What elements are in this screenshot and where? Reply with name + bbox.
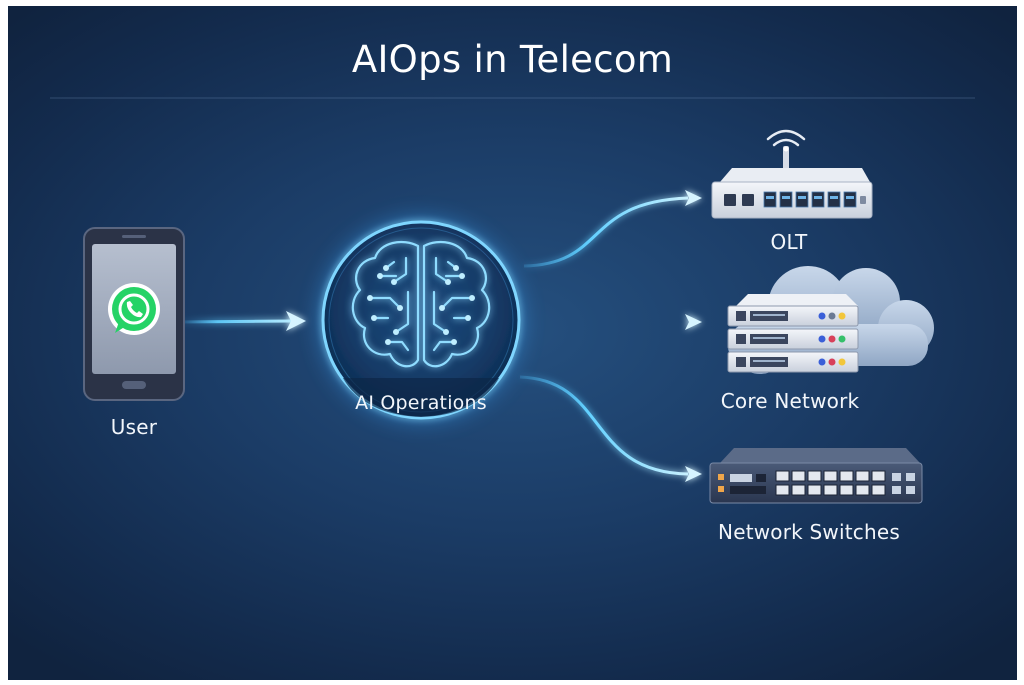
node-label-core-network: Core Network [720, 389, 860, 413]
edge-ai-to-switches [519, 375, 702, 482]
diagram-canvas: AIOps in Telecom User AI Operations OLT … [8, 6, 1017, 680]
olt-router-icon [711, 129, 873, 219]
brain-circuit-icon [317, 216, 525, 424]
node-label-olt: OLT [770, 230, 808, 254]
edge-user-to-ai [177, 311, 306, 331]
network-switch-icon [709, 448, 923, 504]
node-label-ai-operations: AI Operations [355, 392, 487, 414]
diagram-title: AIOps in Telecom [351, 38, 674, 81]
edge-ai-to-core [535, 314, 702, 330]
whatsapp-phone-icon [83, 227, 185, 401]
diagram-artwork [50, 97, 975, 504]
edge-ai-to-olt [523, 190, 702, 268]
node-label-user: User [110, 415, 158, 439]
node-label-network-switches: Network Switches [718, 520, 900, 544]
server-cloud-icon [727, 266, 934, 374]
